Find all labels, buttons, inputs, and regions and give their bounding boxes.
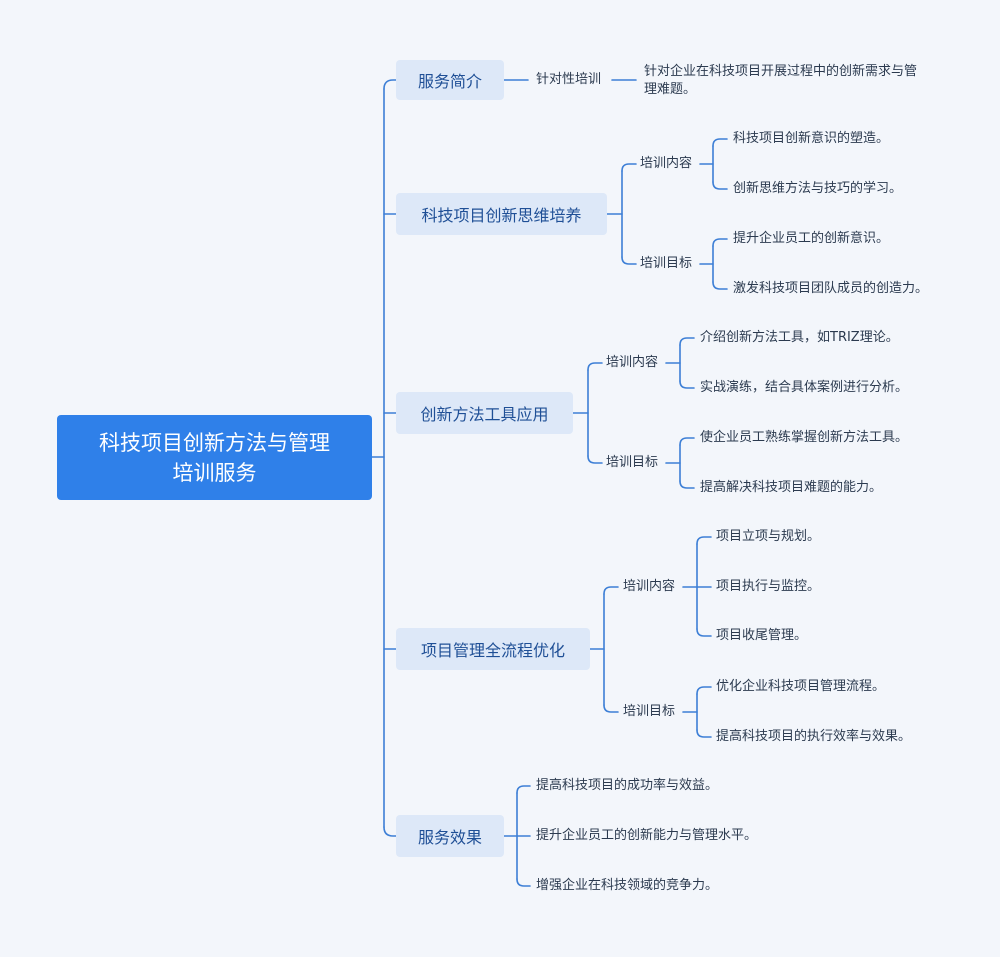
connector-line-44: [696, 729, 712, 738]
leaf-effect-1: 提高科技项目的成功率与效益。: [536, 778, 719, 793]
leaf-tools-goal-2: 提高解决科技项目难题的能力。: [700, 480, 883, 495]
leaf-effect-3: 增强企业在科技领域的竞争力。: [536, 878, 719, 893]
sub-tools-goal[interactable]: 培训目标: [606, 455, 659, 470]
connector-line-5: [383, 826, 397, 837]
connector-line-34: [603, 586, 619, 595]
connector-line-15: [712, 181, 728, 190]
branch-project-management[interactable]: 项目管理全流程优化: [396, 628, 590, 670]
sub-thinking-content[interactable]: 培训内容: [640, 156, 693, 171]
connector-line-43: [696, 686, 712, 695]
branch-service-intro[interactable]: 服务简介: [396, 60, 504, 100]
leaf-effect-2: 提升企业员工的创新能力与管理水平。: [536, 828, 758, 843]
connector-line-22: [587, 362, 603, 371]
connector-line-40: [696, 628, 712, 637]
leaf-thinking-goal-2: 激发科技项目团队成员的创造力。: [733, 281, 929, 296]
leaf-management-goal-1: 优化企业科技项目管理流程。: [716, 679, 886, 694]
connector-line-35: [603, 704, 619, 713]
root-title-line-1: 科技项目创新方法与管理: [99, 430, 330, 455]
leaf-management-content-1: 项目立项与规划。: [716, 529, 821, 544]
root-title-line-2: 培训服务: [172, 460, 257, 485]
leaf-thinking-content-1: 科技项目创新意识的塑造。: [733, 131, 890, 146]
leaf-tools-content-2: 实战演练，结合具体案例进行分析。: [700, 380, 909, 395]
leaf-tools-content-1: 介绍创新方法工具，如TRIZ理论。: [700, 330, 899, 345]
sub-targeted-training[interactable]: 针对性培训: [536, 72, 602, 87]
connector-line-47: [516, 785, 531, 794]
connector-line-14: [712, 138, 728, 147]
leaf-tools-goal-1: 使企业员工熟练掌握创新方法工具。: [700, 430, 909, 445]
connector-line-1: [383, 79, 397, 90]
connector-line-49: [516, 878, 531, 887]
sub-tools-content[interactable]: 培训内容: [606, 355, 659, 370]
root-node[interactable]: 科技项目创新方法与管理 培训服务: [57, 415, 372, 500]
leaf-management-content-2: 项目执行与监控。: [716, 579, 821, 594]
leaf-service-intro-desc: 针对企业在科技项目开展过程中的创新需求与管理难题。: [644, 64, 918, 97]
connector-line-11: [621, 256, 637, 265]
connector-line-10: [621, 163, 637, 172]
connector-line-19: [712, 281, 728, 290]
leaf-management-goal-2: 提高科技项目的执行效率与效果。: [716, 729, 912, 744]
connector-line-27: [679, 380, 695, 389]
branch-method-tools[interactable]: 创新方法工具应用: [396, 392, 573, 434]
connector-line-23: [587, 455, 603, 464]
sub-thinking-goal[interactable]: 培训目标: [640, 256, 693, 271]
branch-service-effect[interactable]: 服务效果: [396, 815, 504, 857]
sub-management-content[interactable]: 培训内容: [623, 579, 676, 594]
leaf-thinking-content-2: 创新思维方法与技巧的学习。: [733, 181, 903, 196]
connector-line-38: [696, 536, 712, 545]
leaf-management-content-3: 项目收尾管理。: [716, 628, 808, 643]
sub-management-goal[interactable]: 培训目标: [623, 704, 676, 719]
leaf-thinking-goal-1: 提升企业员工的创新意识。: [733, 231, 890, 246]
connector-line-31: [679, 480, 695, 489]
connector-line-18: [712, 238, 728, 247]
branch-innovation-thinking[interactable]: 科技项目创新思维培养: [396, 193, 607, 235]
connector-line-30: [679, 437, 695, 446]
connector-line-26: [679, 337, 695, 346]
